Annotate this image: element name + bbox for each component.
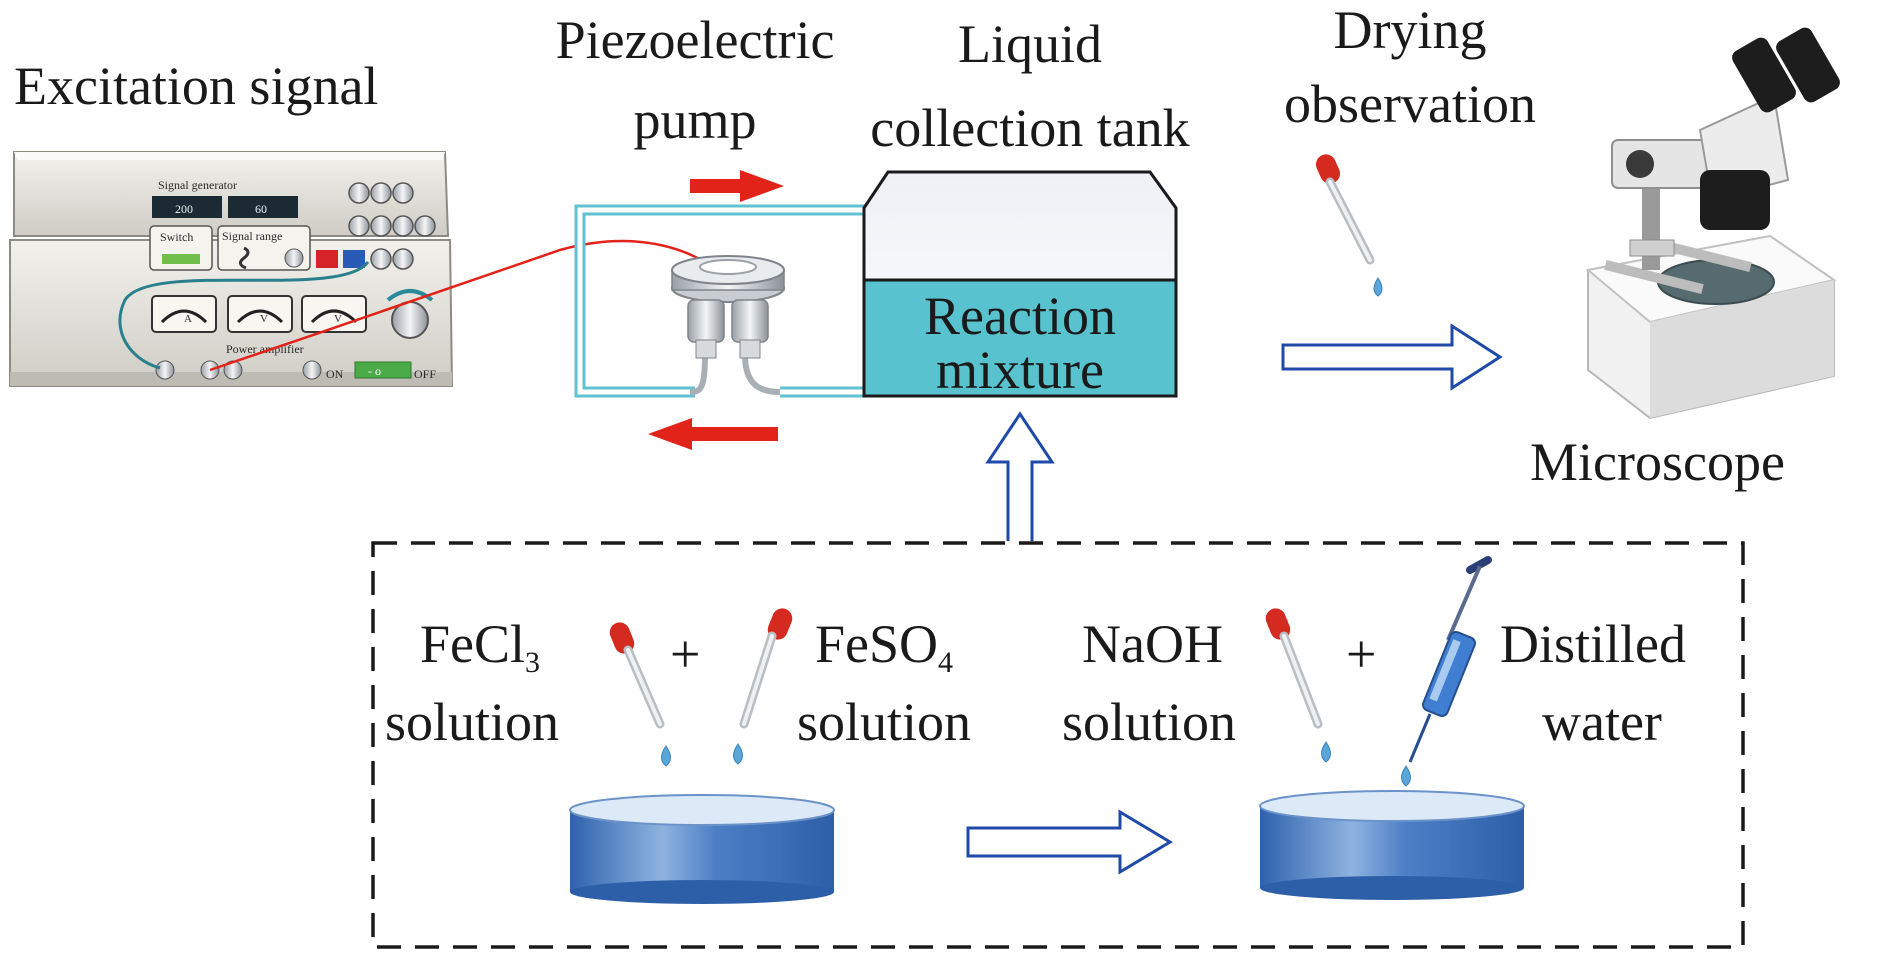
signal-wire xyxy=(209,239,731,372)
microscope-label: Microscope xyxy=(1530,432,1785,492)
flow-arrow-left xyxy=(648,418,778,450)
feso4-subscript: 4 xyxy=(938,646,954,679)
off-label: OFF xyxy=(414,367,436,381)
input-arrow-up xyxy=(985,411,1055,541)
signal-range-label: Signal range xyxy=(222,229,282,243)
teal-cable xyxy=(118,260,370,370)
mixture-label: mixture xyxy=(936,340,1104,400)
petri-dish-right xyxy=(1259,790,1525,900)
fecl3-pipette xyxy=(609,622,671,767)
arrow-to-microscope xyxy=(1281,323,1503,391)
display-right xyxy=(228,196,298,218)
display-right-value: 60 xyxy=(255,202,267,216)
naoh-solution-label: solution xyxy=(1062,692,1237,752)
switch-button xyxy=(162,254,200,264)
feso4-label: FeSO4 xyxy=(815,614,953,693)
reaction-mixture-fill xyxy=(862,278,1178,398)
display-left-value: 200 xyxy=(175,202,193,216)
microscope xyxy=(1585,27,1840,420)
drying-label: Drying xyxy=(1333,0,1487,60)
plus-sign-right: + xyxy=(1346,624,1377,684)
distilled-label: Distilled xyxy=(1500,614,1686,674)
power-toggle xyxy=(354,361,412,379)
meter-a-symbol: A xyxy=(184,313,192,325)
plus-sign-left: + xyxy=(670,624,701,684)
on-label: ON xyxy=(326,367,344,381)
meter-v1-symbol: V xyxy=(260,313,268,325)
collection-tank-label: collection tank xyxy=(870,98,1190,158)
naoh-pipette xyxy=(1265,608,1331,763)
piezoelectric-label: Piezoelectric xyxy=(555,10,835,70)
observation-label: observation xyxy=(1284,74,1536,134)
naoh-label: NaOH xyxy=(1082,614,1223,674)
feso4-solution-label: solution xyxy=(797,692,972,752)
water-label: water xyxy=(1542,692,1662,752)
blue-terminal xyxy=(343,250,365,268)
display-left xyxy=(152,196,222,218)
piezoelectric-pump xyxy=(671,255,785,359)
pump-label: pump xyxy=(633,90,757,150)
liquid-label: Liquid xyxy=(958,14,1102,74)
syringe xyxy=(1401,556,1492,787)
excitation-signal-label: Excitation signal xyxy=(14,56,379,116)
arrow-mix-to-dish xyxy=(966,809,1173,875)
petri-dish-left xyxy=(569,794,835,904)
feso4-main: FeSO xyxy=(815,614,939,674)
meters: A V V xyxy=(151,295,367,333)
fecl3-main: FeCl xyxy=(420,614,526,674)
power-amplifier-label: Power amplifier xyxy=(226,342,304,356)
fecl3-label: FeCl3 xyxy=(420,614,540,693)
signal-generator-device: Signal generator 200 60 Switch Signal ra… xyxy=(9,151,454,387)
reaction-label: Reaction xyxy=(924,286,1116,346)
toggle-text: - o xyxy=(368,364,381,378)
drying-pipette xyxy=(1315,154,1383,297)
knobs-upper xyxy=(348,182,436,270)
pump-circulation-loop xyxy=(574,204,867,398)
fecl3-solution-label: solution xyxy=(385,692,560,752)
meter-v2-symbol: V xyxy=(334,313,342,325)
liquid-collection-tank xyxy=(862,170,1178,398)
flow-arrow-right xyxy=(690,170,784,202)
signal-generator-label: Signal generator xyxy=(158,178,237,192)
fecl3-subscript: 3 xyxy=(525,646,541,679)
switch-label: Switch xyxy=(160,230,193,244)
amplifier-dial xyxy=(391,301,429,339)
preparation-box xyxy=(371,541,1745,949)
red-terminal xyxy=(316,250,338,268)
feso4-pipette xyxy=(733,608,793,765)
